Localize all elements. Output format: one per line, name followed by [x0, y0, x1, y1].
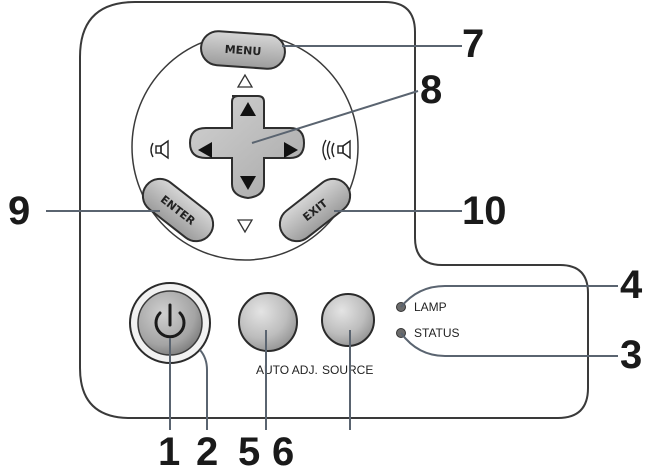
- callout-7: 7: [462, 22, 484, 66]
- down-arrow-icon: [240, 176, 256, 190]
- volume-up-icon: [322, 139, 351, 161]
- leader-line-3: [400, 332, 618, 357]
- leader-line-4: [400, 285, 618, 308]
- source-button[interactable]: [321, 293, 375, 347]
- callout-9: 9: [8, 189, 30, 233]
- leader-line-2: [199, 349, 208, 430]
- callout-5: 5: [238, 430, 260, 473]
- menu-button-label: MENU: [224, 43, 261, 59]
- menu-button[interactable]: MENU: [200, 30, 286, 70]
- callout-10: 10: [462, 189, 507, 233]
- callout-2: 2: [196, 430, 218, 473]
- power-icon: [154, 303, 186, 339]
- right-arrow-icon: [284, 142, 298, 158]
- auto-adj-label: AUTO ADJ.: [256, 363, 318, 377]
- enter-button[interactable]: ENTER: [136, 172, 220, 248]
- left-arrow-button[interactable]: [198, 142, 212, 158]
- callout-3: 3: [620, 333, 642, 377]
- up-arrow-button[interactable]: [240, 102, 256, 116]
- left-arrow-icon: [198, 142, 212, 158]
- volume-down-icon: [150, 139, 169, 160]
- callout-6: 6: [272, 430, 294, 473]
- auto-adj-button[interactable]: [238, 292, 298, 352]
- direction-pad: [188, 95, 306, 200]
- callout-1: 1: [158, 430, 180, 473]
- up-triangle-mark-icon: [236, 73, 254, 88]
- status-indicator-label: STATUS: [414, 326, 460, 340]
- down-arrow-button[interactable]: [240, 176, 256, 190]
- exit-button[interactable]: EXIT: [273, 172, 357, 248]
- leader-line-8: [251, 90, 419, 144]
- callout-4: 4: [620, 263, 643, 307]
- lamp-indicator-label: LAMP: [414, 300, 447, 314]
- up-arrow-icon: [240, 102, 256, 116]
- callout-8: 8: [420, 68, 442, 112]
- source-label: SOURCE: [322, 363, 373, 377]
- right-arrow-button[interactable]: [284, 142, 298, 158]
- down-triangle-mark-icon: [236, 219, 254, 234]
